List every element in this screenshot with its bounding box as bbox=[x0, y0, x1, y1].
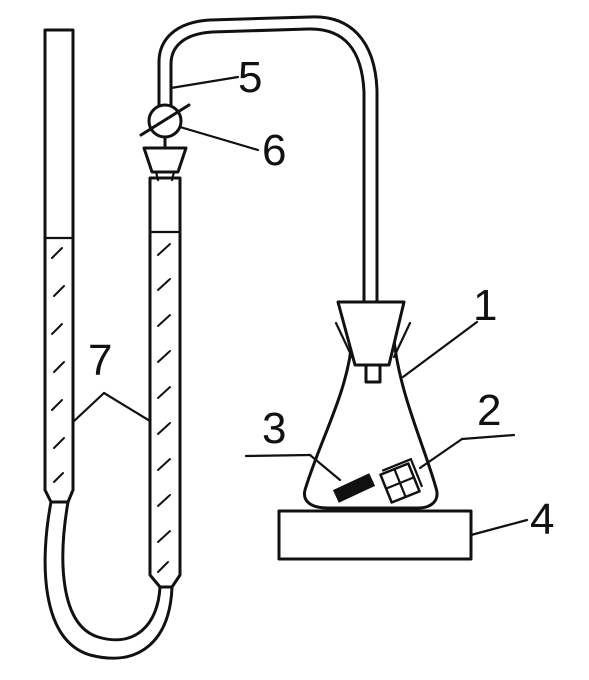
label-7: 7 bbox=[88, 336, 112, 385]
leader-line-6 bbox=[178, 125, 260, 152]
label-3: 3 bbox=[262, 404, 286, 453]
leader-line-1 bbox=[401, 320, 479, 379]
leader-line-5 bbox=[169, 75, 240, 90]
left-burette bbox=[43, 28, 75, 504]
right-burette bbox=[148, 176, 182, 589]
label-2: 2 bbox=[477, 386, 501, 435]
leader-line-7b bbox=[102, 391, 152, 423]
gas-tube bbox=[157, 15, 379, 305]
leader-line-4 bbox=[469, 518, 529, 537]
label-4: 4 bbox=[530, 495, 554, 544]
label-1: 1 bbox=[473, 281, 497, 330]
stopcock bbox=[139, 103, 191, 150]
connecting-rubber-tube bbox=[43, 500, 174, 660]
flask-stopper bbox=[336, 300, 406, 367]
left-burette-liquid-hatching bbox=[51, 247, 65, 483]
leader-line-2 bbox=[418, 437, 464, 470]
label-5: 5 bbox=[238, 53, 262, 102]
sample-2 bbox=[379, 458, 423, 504]
leader-line-3 bbox=[244, 453, 312, 458]
right-burette-liquid-hatching bbox=[157, 243, 171, 573]
burette-stopper bbox=[142, 146, 188, 174]
leader-line-7a bbox=[71, 391, 106, 424]
stand bbox=[277, 509, 473, 561]
label-6: 6 bbox=[262, 126, 286, 175]
sample-3 bbox=[332, 473, 376, 503]
